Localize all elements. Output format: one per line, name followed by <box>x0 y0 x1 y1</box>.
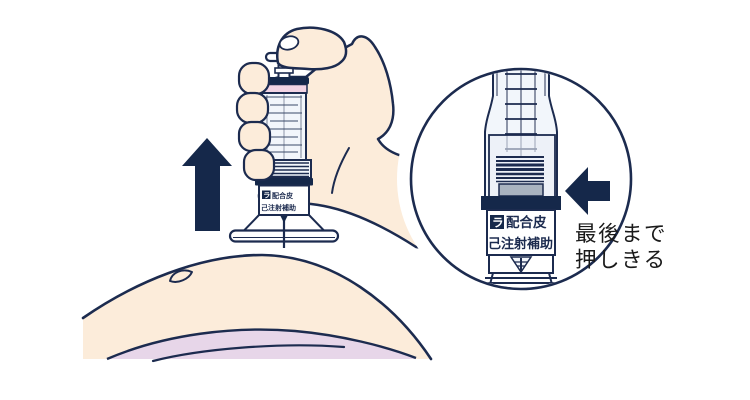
mag-stopper <box>498 183 544 197</box>
finger-pinky <box>242 148 276 182</box>
skin-fold-line <box>151 344 346 363</box>
mag-label-badge-text: ラ <box>492 217 504 230</box>
label-line2: 己注射補助 <box>261 203 296 212</box>
finger-ring <box>237 120 272 153</box>
label-badge <box>262 190 271 199</box>
caption: 最後まで 押しきる <box>575 222 667 272</box>
barrel-cap-band <box>258 77 309 85</box>
finger-index <box>237 61 271 96</box>
navel <box>169 269 193 283</box>
left-arrow-icon <box>565 167 610 215</box>
navy-band <box>255 178 313 186</box>
needle-hub <box>280 216 288 223</box>
label-line1: 配合皮 <box>272 191 293 200</box>
magnified-device: ラ 配合皮 己注射補助 <box>481 70 561 288</box>
palm-crease <box>331 147 350 194</box>
caption-line-1: 最後まで <box>575 222 667 246</box>
mag-label-line1: 配合皮 <box>506 214 547 230</box>
device-label <box>258 184 310 216</box>
abdomen <box>81 253 433 363</box>
mag-navy-band <box>481 196 561 210</box>
caption-line-2: 押しきる <box>575 248 667 272</box>
clothing-outline <box>106 328 417 361</box>
gripping-fingers <box>235 26 350 194</box>
mag-label-line2: 己注射補助 <box>488 236 553 251</box>
up-arrow-icon <box>182 138 232 231</box>
thumbnail <box>278 35 300 51</box>
finger-middle <box>235 91 270 125</box>
mag-label-badge <box>490 215 504 229</box>
label-badge-text: ラ <box>263 192 270 200</box>
abdomen-outline <box>81 253 433 361</box>
magnifier: ラ 配合皮 己注射補助 <box>397 55 645 303</box>
mag-spring-coils <box>496 156 544 183</box>
